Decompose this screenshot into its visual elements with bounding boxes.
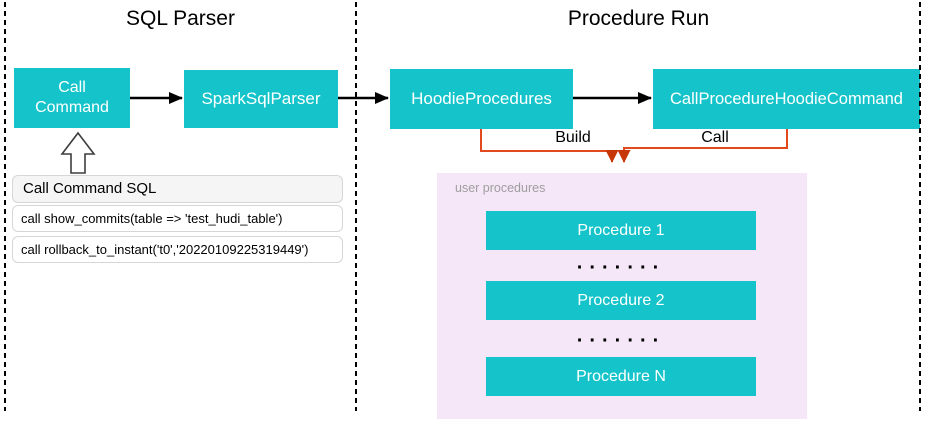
user-procedures-label: user procedures	[455, 181, 546, 195]
sql-table-row: call rollback_to_instant('t0','202201092…	[12, 236, 343, 263]
section-title-procedure-run: Procedure Run	[567, 7, 710, 30]
node-procedure-1: Procedure 1	[486, 211, 756, 250]
ellipsis-dots: ·······	[576, 330, 666, 352]
sql-table-row: call show_commits(table => 'test_hudi_ta…	[12, 205, 343, 232]
ellipsis-dots: ·······	[576, 257, 666, 279]
section-title-sql-parser: SQL Parser	[126, 7, 235, 30]
node-call-command: Call Command	[14, 68, 130, 128]
edge-label-call: Call	[701, 129, 729, 146]
user-procedures-container: user procedures Procedure 1 ······· Proc…	[437, 173, 807, 419]
up-block-arrow-icon	[60, 131, 96, 174]
node-hoodie-procedures: HoodieProcedures	[390, 69, 573, 129]
call-command-sql-table: Call Command SQL call show_commits(table…	[12, 175, 343, 267]
sql-table-header: Call Command SQL	[12, 175, 343, 203]
node-spark-sql-parser: SparkSqlParser	[184, 70, 338, 128]
node-procedure-n: Procedure N	[486, 357, 756, 396]
node-procedure-2: Procedure 2	[486, 281, 756, 320]
node-call-procedure-hoodie-command: CallProcedureHoodieCommand	[653, 69, 920, 129]
edge-label-build: Build	[555, 129, 591, 146]
